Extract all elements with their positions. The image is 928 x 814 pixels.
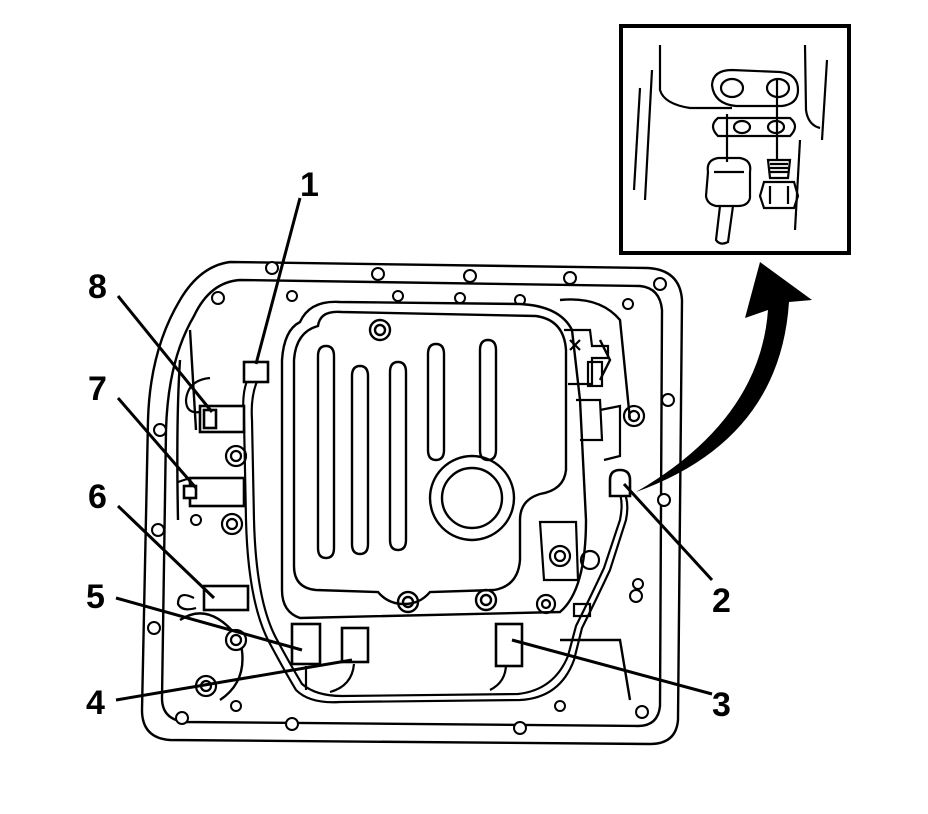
callout-2: 2 — [712, 582, 731, 620]
connector-4 — [340, 626, 370, 664]
leader-line-2 — [622, 482, 714, 582]
callout-labels: 1 2 3 4 5 6 7 8 — [86, 166, 731, 724]
callout-4: 4 — [86, 684, 105, 722]
connectors — [182, 360, 632, 668]
valve-body-right-components — [535, 328, 646, 615]
valve-body-left-bolts — [194, 444, 248, 698]
leader-line-4 — [115, 658, 353, 702]
connector-5 — [290, 622, 322, 666]
leader-line-8 — [116, 295, 214, 413]
leader-line-3 — [511, 638, 713, 696]
connector-1 — [242, 360, 270, 384]
callout-1: 1 — [300, 166, 319, 204]
callout-6: 6 — [88, 478, 107, 516]
callout-5: 5 — [86, 578, 105, 616]
connector-7 — [188, 476, 246, 508]
detail-inset — [619, 24, 851, 255]
callout-8: 8 — [88, 268, 107, 306]
callout-7: 7 — [88, 370, 107, 408]
flange-bolt-holes — [147, 261, 675, 735]
leader-lines — [115, 197, 714, 702]
leader-line-1 — [254, 197, 302, 365]
inset-frame — [619, 24, 851, 255]
callout-3: 3 — [712, 686, 731, 724]
connector-6 — [202, 584, 250, 612]
leader-line-7 — [116, 397, 198, 489]
case-flange — [140, 260, 684, 746]
valve-body — [280, 300, 588, 620]
leader-line-6 — [116, 504, 216, 600]
wiring-harness — [176, 369, 629, 704]
connector-2 — [608, 468, 632, 498]
detail-arrow — [636, 262, 812, 492]
leader-line-5 — [115, 596, 303, 652]
inset-drawing — [632, 44, 829, 245]
connector-3 — [494, 622, 524, 668]
